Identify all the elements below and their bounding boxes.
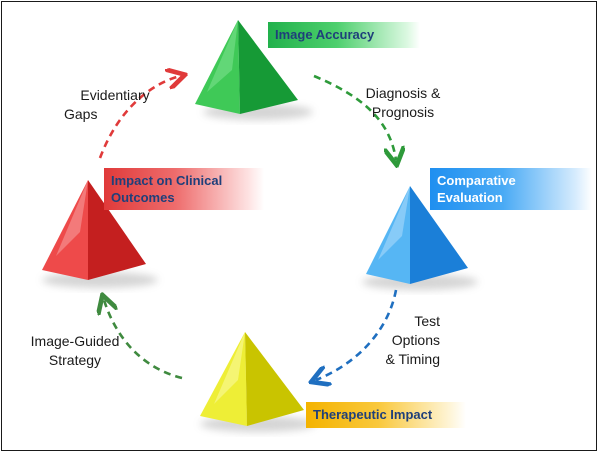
edge-label-test-options: Test Options & Timing <box>370 312 440 369</box>
node-impact-on-outcomes: Impact on Clinical Outcomes <box>104 168 264 210</box>
edge-evidentiary-line2: Gaps <box>64 106 98 122</box>
yellow-pyramid-icon <box>200 332 316 432</box>
node-image-accuracy: Image Accuracy <box>268 22 420 48</box>
node-image-accuracy-label: Image Accuracy <box>275 27 375 42</box>
edge-label-diagnosis-prognosis: Diagnosis & Prognosis <box>358 84 448 122</box>
node-comparative-line2: Evaluation <box>437 190 503 205</box>
node-comparative-evaluation: Comparative Evaluation <box>430 168 592 210</box>
arrow-image-guided <box>104 300 183 380</box>
edge-diagnosis-line2: Prognosis <box>371 104 435 120</box>
arrow-test-options <box>316 289 398 380</box>
edge-label-image-guided: Image-Guided Strategy <box>14 332 136 370</box>
edge-image-guided-line1: Image-Guided <box>30 333 120 349</box>
edge-test-line2: Options <box>391 332 440 348</box>
edge-test-line1: Test <box>414 313 440 329</box>
edge-image-guided-line2: Strategy <box>48 352 102 368</box>
blue-pyramid-icon <box>362 186 478 290</box>
edge-label-evidentiary-gaps: Evidentiary Gaps <box>60 86 170 124</box>
node-therapeutic-label: Therapeutic Impact <box>313 407 433 422</box>
arrow-diagnosis-prognosis <box>313 74 396 160</box>
edge-evidentiary-line1: Evidentiary <box>80 87 150 103</box>
node-impact-line2: Outcomes <box>111 190 175 205</box>
arrow-evidentiary-gaps <box>98 76 180 159</box>
edge-diagnosis-line1: Diagnosis & <box>365 85 441 101</box>
red-pyramid-icon <box>42 180 158 288</box>
node-therapeutic-impact: Therapeutic Impact <box>306 402 466 428</box>
green-pyramid-icon <box>195 20 313 120</box>
edge-test-line3: & Timing <box>385 351 440 367</box>
node-comparative-line1: Comparative <box>437 173 516 188</box>
node-impact-line1: Impact on Clinical <box>111 173 223 188</box>
